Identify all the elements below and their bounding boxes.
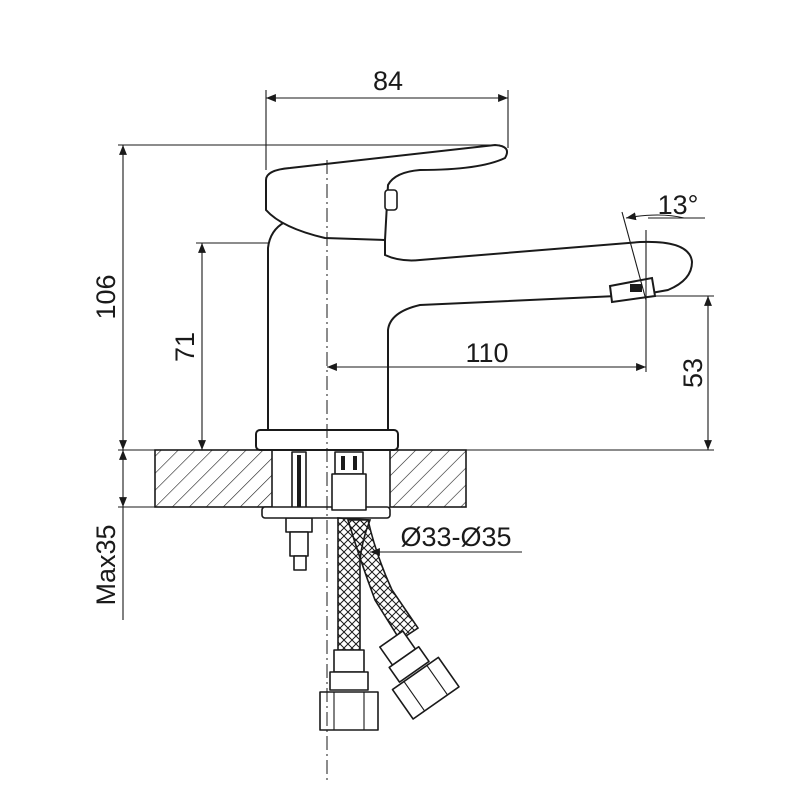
dimension-spout-height: 53 xyxy=(466,295,714,451)
dimension-body-height: 71 xyxy=(170,242,268,450)
dimension-spout-reach: 110 xyxy=(327,230,647,372)
hole-diameter-label: Ø33-Ø35 xyxy=(400,522,511,552)
faucet-body xyxy=(255,143,694,451)
total-height-label: 106 xyxy=(91,274,121,319)
flexible-hoses xyxy=(319,517,460,731)
max-thickness-label: Max35 xyxy=(91,524,121,605)
mounting-stud xyxy=(285,451,313,571)
spout-angle-label: 13° xyxy=(658,190,699,220)
body-height-label: 71 xyxy=(170,332,200,362)
dimension-total-height: 106 xyxy=(91,144,500,451)
mounting-washer xyxy=(261,506,391,519)
hose-connector xyxy=(331,451,367,511)
spout-reach-label: 110 xyxy=(465,338,508,368)
countertop-section xyxy=(154,449,467,508)
dimension-max-thickness: Max35 xyxy=(91,450,262,620)
dimension-spout-angle: 13° xyxy=(621,190,705,301)
spout-height-label: 53 xyxy=(678,358,708,388)
handle-width-label: 84 xyxy=(373,66,403,96)
dimension-handle-width: 84 xyxy=(265,66,509,170)
dimension-hole-diameter: Ø33-Ø35 xyxy=(370,522,522,556)
